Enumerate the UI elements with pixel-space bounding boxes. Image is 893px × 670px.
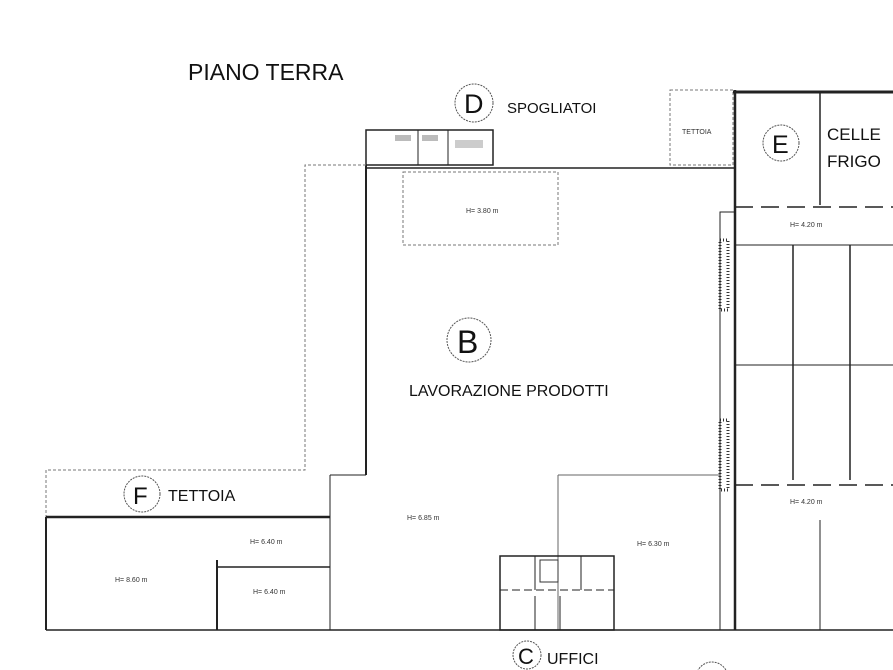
height-celle-top: H= 4.20 m <box>790 222 823 229</box>
zone-d-marker: D SPOGLIATOI <box>454 83 596 123</box>
zone-d-name: SPOGLIATOI <box>507 100 596 117</box>
zone-c-letter: C <box>518 644 534 669</box>
zone-f-name: TETTOIA <box>168 488 236 505</box>
uffici-block: C UFFICI <box>499 555 727 670</box>
zone-e-name-line1: CELLE <box>827 125 881 144</box>
height-celle-bottom: H= 4.20 m <box>790 499 823 506</box>
lavorazione-hall: H= 3.80 m B LAVORAZIONE PRODOTTI H= 6.85… <box>45 164 735 630</box>
spogliatoi-block <box>365 129 494 166</box>
tettoia-f-area: F TETTOIA H= 8.60 m H= 6.40 m H= 6.40 m <box>45 475 330 630</box>
height-left-lower: H= 6.40 m <box>253 589 286 596</box>
plan-title: PIANO TERRA <box>188 59 344 85</box>
celle-frigo: E CELLE FRIGO H= 4.20 m H= 4.20 m <box>718 90 893 630</box>
height-left-large: H= 8.60 m <box>115 577 148 584</box>
zone-c-name: UFFICI <box>547 651 599 668</box>
tettoia-top-label: TETTOIA <box>682 129 712 136</box>
zone-e-name-line2: FRIGO <box>827 152 881 171</box>
zone-e-letter: E <box>772 131 789 159</box>
zone-f-letter: F <box>133 483 148 510</box>
zone-d-letter: D <box>464 89 484 119</box>
height-mezzanine: H= 3.80 m <box>466 208 499 215</box>
zone-b-letter: B <box>457 324 478 360</box>
height-left-upper: H= 6.40 m <box>250 539 283 546</box>
height-main: H= 6.85 m <box>407 515 440 522</box>
height-right-lower: H= 6.30 m <box>637 541 670 548</box>
zone-b-name: LAVORAZIONE PRODOTTI <box>409 383 609 400</box>
tettoia-top <box>669 89 734 166</box>
